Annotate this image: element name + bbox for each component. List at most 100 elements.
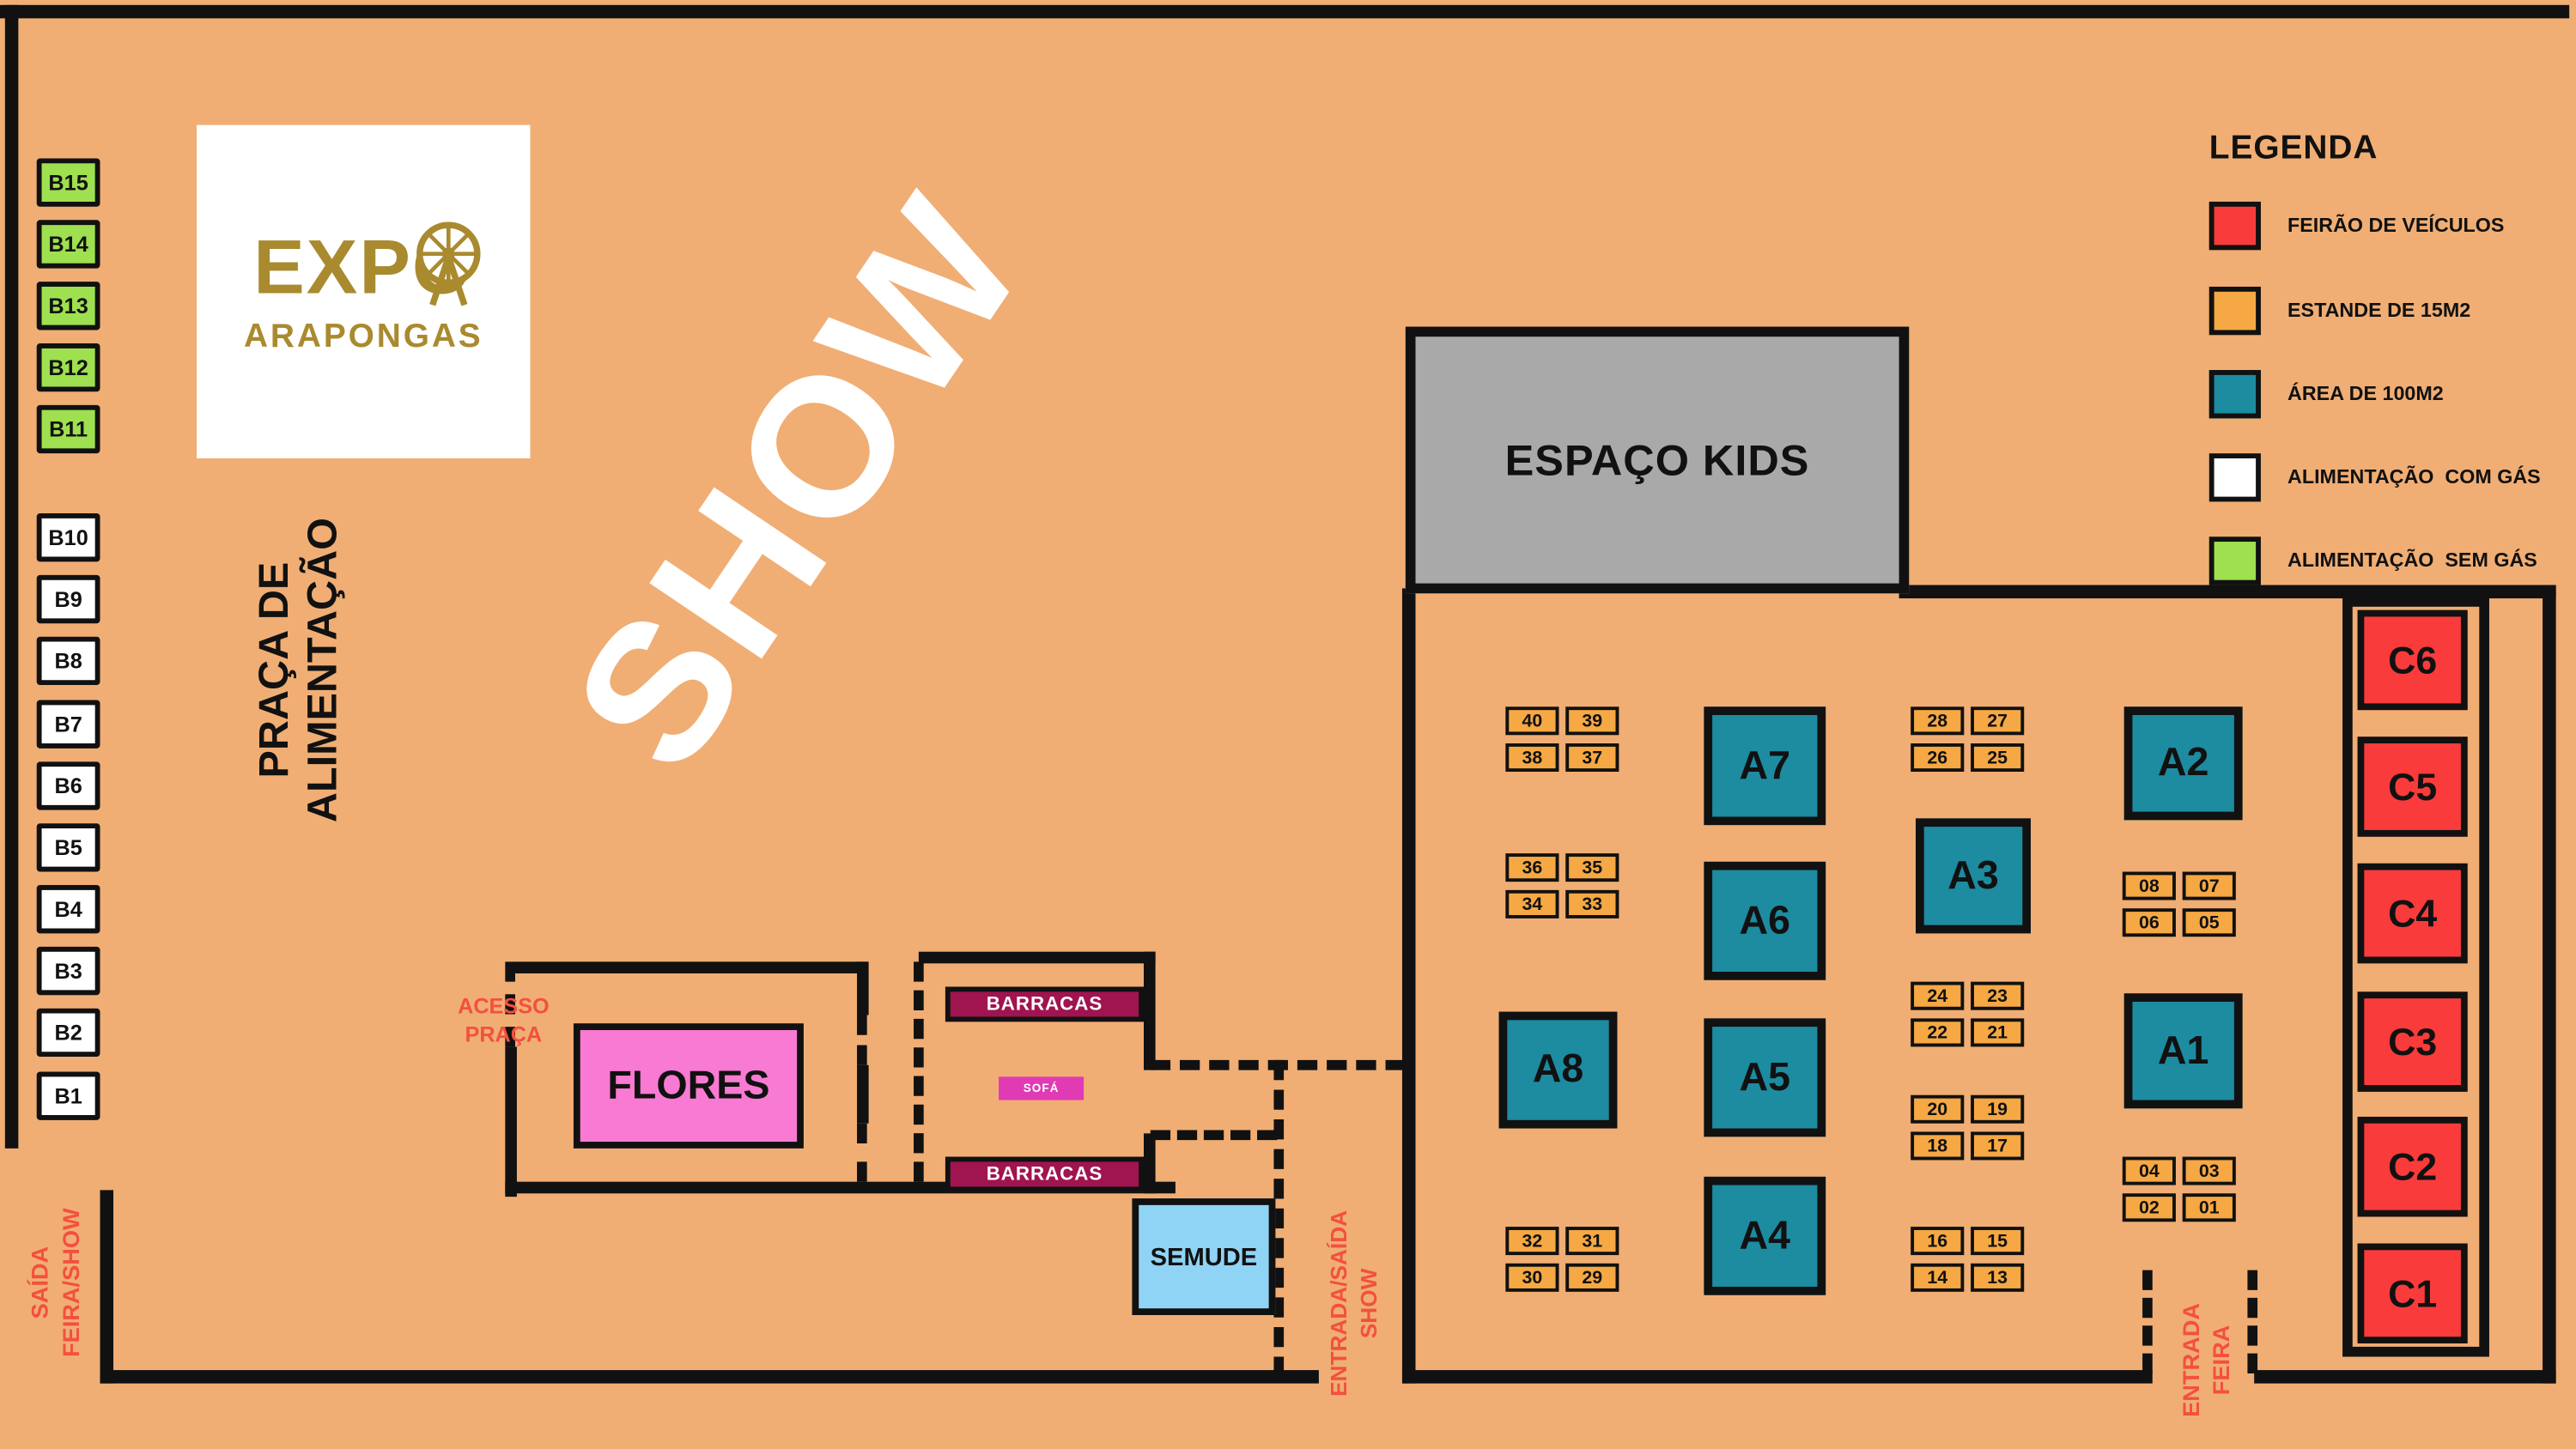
stand-chip: 38 [1505, 743, 1559, 773]
stand-chip: 27 [1971, 706, 2025, 736]
stand-chip: 14 [1911, 1263, 1965, 1292]
flores-area: FLORES [573, 1023, 804, 1149]
wall-hall-bottom-right [2254, 1370, 2556, 1384]
booth-B1: B1 [36, 1071, 100, 1120]
booth-B3: B3 [36, 946, 100, 996]
wall-barracas-right-upper [1144, 951, 1156, 1070]
stand-chip: 02 [2122, 1193, 2176, 1222]
stand-chip: 28 [1911, 706, 1965, 736]
booth-B4: B4 [36, 885, 100, 934]
ferris-wheel-icon [416, 221, 481, 306]
stand-chip: 22 [1911, 1018, 1965, 1047]
wall-hall-left [1401, 588, 1416, 1384]
stand-group-28-25: 28 27 26 25 [1911, 706, 2025, 773]
stand-chip: 17 [1971, 1131, 2025, 1161]
stand-chip: 34 [1505, 889, 1559, 919]
stand-chip: 33 [1565, 889, 1619, 919]
car-fair-C5: C5 [2357, 737, 2468, 837]
car-fair-C4: C4 [2357, 863, 2468, 964]
stand-chip: 18 [1911, 1131, 1965, 1161]
booth-B6: B6 [36, 761, 100, 810]
entrada-feira-label: ENTRADA FEIRA [2177, 1302, 2234, 1417]
wall-top [0, 4, 2570, 19]
stand-chip: 39 [1565, 706, 1619, 736]
barracas-bottom-bar: BARRACAS [945, 1156, 1145, 1192]
stand-chip: 16 [1911, 1227, 1965, 1256]
barracas-top-bar: BARRACAS [945, 986, 1145, 1022]
area-A8: A8 [1498, 1011, 1618, 1129]
car-fair-C1: C1 [2357, 1243, 2468, 1344]
stand-chip: 36 [1505, 853, 1559, 882]
car-fair-C2: C2 [2357, 1116, 2468, 1217]
car-fair-C3: C3 [2357, 991, 2468, 1092]
booth-B8: B8 [36, 636, 100, 686]
espaco-kids-area: ESPAÇO KIDS [1405, 326, 1910, 594]
area-A6: A6 [1704, 861, 1826, 980]
stand-chip: 15 [1971, 1227, 2025, 1256]
praca-alimentacao-label: PRAÇA DE ALIMENTAÇÃO [251, 518, 346, 823]
area-A2: A2 [2123, 706, 2243, 821]
booth-B15: B15 [36, 158, 100, 207]
legend-item-area100: ÁREA DE 100M2 [2208, 368, 2444, 418]
dashed-opening-flores-right-2 [857, 1123, 867, 1182]
stand-chip: 23 [1971, 981, 2025, 1010]
car-fair-column [2342, 597, 2489, 1357]
flores-label: FLORES [607, 1062, 770, 1108]
wall-flores-right-middle [857, 1064, 869, 1124]
stand-chip: 21 [1971, 1018, 2025, 1047]
stand-chip: 13 [1971, 1263, 2025, 1292]
legend-swatch-teal [2208, 369, 2261, 418]
semude-label: SEMUDE [1150, 1242, 1258, 1271]
legend-swatch-white [2208, 452, 2261, 501]
stand-chip: 07 [2182, 871, 2236, 900]
expo-logo: EXPO ARAPONGAS [197, 124, 531, 458]
stand-chip: 19 [1971, 1094, 2025, 1124]
stand-chip: 01 [2182, 1193, 2236, 1222]
stand-chip: 26 [1911, 743, 1965, 773]
wall-left [4, 4, 19, 1149]
booth-B9: B9 [36, 574, 100, 624]
stand-chip: 20 [1911, 1094, 1965, 1124]
stand-chip: 40 [1505, 706, 1559, 736]
stand-group-32-29: 32 31 30 29 [1505, 1227, 1619, 1292]
legend-swatch-red [2208, 200, 2261, 250]
dashed-opening-acesso-praca [505, 961, 515, 1047]
legend-item-sem-gas: ALIMENTAÇÃO SEM GÁS [2208, 535, 2537, 585]
booth-B5: B5 [36, 823, 100, 872]
dashed-corridor-mid [1150, 1130, 1278, 1141]
dashed-entrada-feira-right [2247, 1270, 2258, 1373]
legend-item-estande: ESTANDE DE 15M2 [2208, 285, 2470, 335]
area-A1: A1 [2123, 993, 2243, 1109]
booth-B7: B7 [36, 700, 100, 749]
wall-bottom-main [100, 1370, 1319, 1384]
wall-flores-left [505, 1046, 517, 1197]
entrada-saida-show-label: ENTRADA/SAÍDA SHOW [1327, 1210, 1382, 1397]
stand-group-16-13: 16 15 14 13 [1911, 1227, 2025, 1292]
booth-B12: B12 [36, 343, 100, 392]
area-A5: A5 [1704, 1018, 1826, 1137]
stand-chip: 35 [1565, 853, 1619, 882]
stand-chip: 04 [2122, 1156, 2176, 1185]
area-A4: A4 [1704, 1176, 1826, 1295]
stand-chip: 37 [1565, 743, 1619, 773]
stand-group-04-01: 04 03 02 01 [2122, 1156, 2236, 1222]
wall-barracas-top [918, 951, 1156, 964]
stand-chip: 25 [1971, 743, 2025, 773]
booth-B10: B10 [36, 513, 100, 562]
dashed-barracas-left [914, 961, 924, 1182]
semude-area: SEMUDE [1132, 1198, 1276, 1316]
legend-item-feirao: FEIRÃO DE VEÍCULOS [2208, 200, 2504, 250]
stand-group-36-33: 36 35 34 33 [1505, 853, 1619, 919]
saida-feira-show-label: SAÍDA FEIRA/SHOW [26, 1208, 84, 1357]
wall-bottomleft-vertical [100, 1190, 114, 1384]
stand-chip: 24 [1911, 981, 1965, 1010]
wall-barracas-right-lower [1144, 1133, 1156, 1194]
espaco-kids-label: ESPAÇO KIDS [1504, 433, 1810, 485]
car-fair-C6: C6 [2357, 609, 2468, 711]
area-A7: A7 [1704, 706, 1826, 826]
booth-B13: B13 [36, 282, 100, 330]
stand-chip: 32 [1505, 1227, 1559, 1256]
stand-chip: 05 [2182, 908, 2236, 937]
legend-swatch-green [2208, 536, 2261, 585]
